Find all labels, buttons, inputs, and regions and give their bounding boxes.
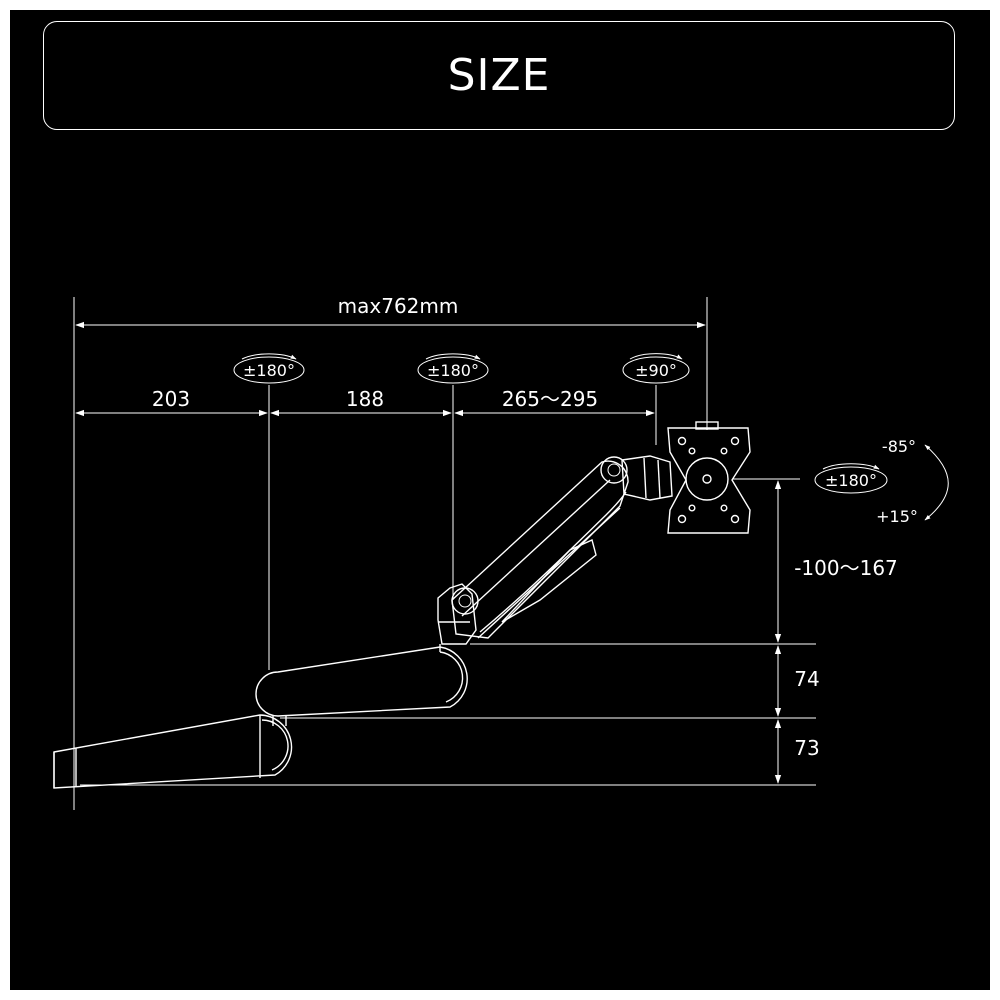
rotation-icon-joint-3: [622, 353, 690, 384]
pivot-lower-inner: [458, 594, 472, 608]
lower-arm-outline: [53, 714, 293, 789]
label-height-adjust: -100〜167: [794, 556, 898, 580]
tilt-arc-icon: [924, 444, 949, 521]
rotation-icon-screen: [814, 463, 888, 494]
page-title: SIZE: [447, 50, 551, 101]
label-rotation-joint-2: ±180°: [427, 361, 479, 380]
label-rotation-joint-3: ±90°: [635, 361, 677, 380]
label-overall-reach: max762mm: [338, 294, 459, 318]
label-segment-2: 188: [346, 387, 384, 411]
tilt-head-outline: [621, 455, 673, 501]
title-box: SIZE: [43, 21, 955, 130]
label-arm-height-1: 74: [794, 667, 819, 691]
label-segment-3: 265〜295: [502, 387, 598, 411]
rotation-icon-joint-1: [233, 353, 305, 384]
label-tilt-down: +15°: [876, 507, 918, 526]
label-arm-height-2: 73: [794, 736, 819, 760]
pivot-upper: [600, 456, 628, 484]
label-rotation-joint-1: ±180°: [243, 361, 295, 380]
label-rotation-screen: ±180°: [825, 471, 877, 490]
rotation-icon-joint-2: [417, 353, 489, 384]
diagram-canvas: SIZE: [10, 10, 990, 990]
vesa-plate-outline: [667, 421, 751, 534]
label-segment-1: 203: [152, 387, 190, 411]
middle-arm-outline: [255, 644, 468, 726]
pivot-upper-inner: [607, 463, 621, 477]
lower-joint-housing: [437, 583, 477, 645]
pivot-lower: [451, 587, 479, 615]
label-tilt-up: -85°: [882, 437, 916, 456]
monitor-arm-drawing: max762mm 203 188 265〜295 -100〜167 74 73 …: [53, 294, 949, 810]
upper-arm-outline: [451, 460, 629, 639]
